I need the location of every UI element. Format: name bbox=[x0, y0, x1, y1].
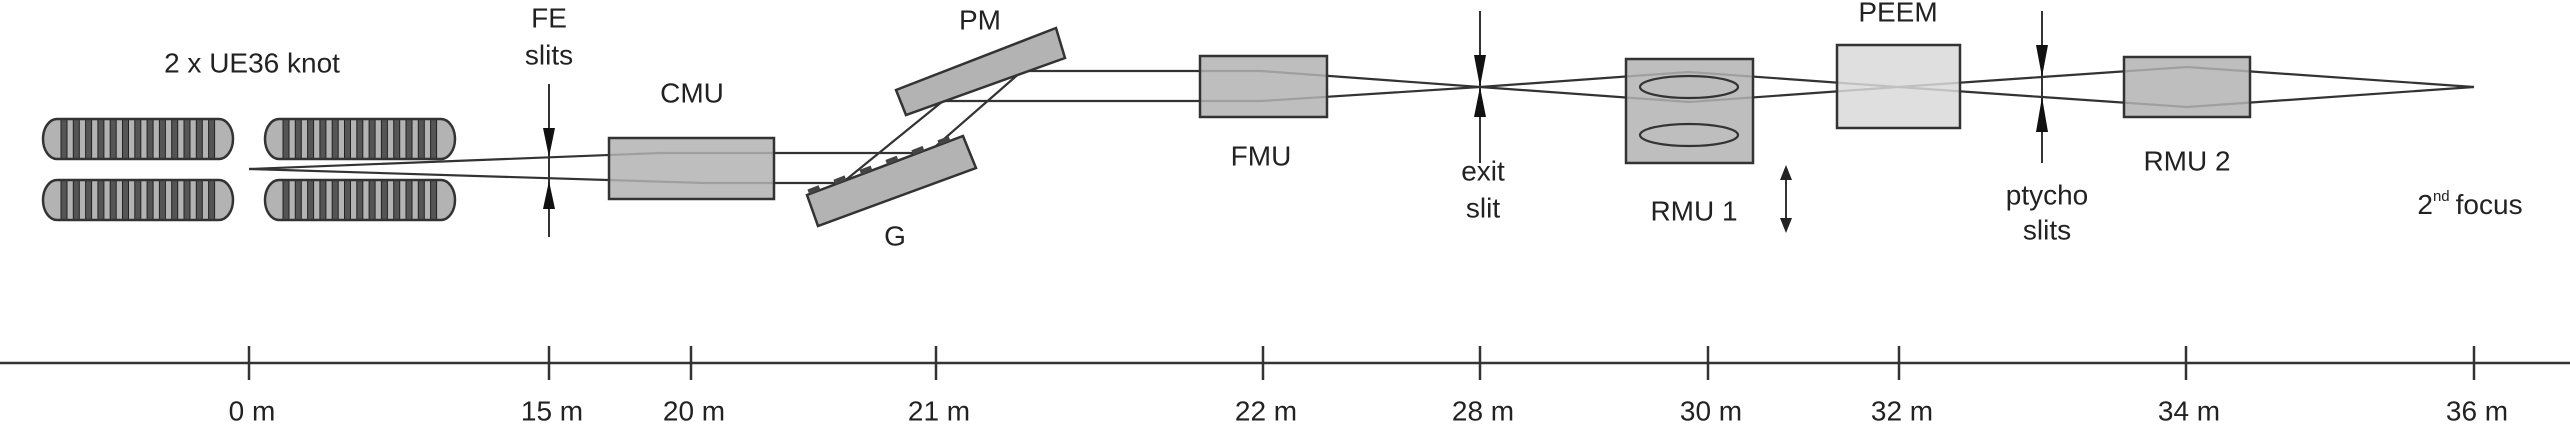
slit-arrow-down-icon bbox=[1474, 55, 1486, 87]
axis-tick-label: 28 m bbox=[1452, 395, 1514, 426]
fmu-box bbox=[1198, 54, 1329, 119]
ptycho-label-2: slits bbox=[2023, 214, 2071, 245]
ptycho-label-1: ptycho bbox=[2006, 179, 2089, 210]
peem-label: PEEM bbox=[1858, 0, 1937, 27]
rmu1-mirror-upper bbox=[1638, 74, 1740, 100]
axis-tick-label: 30 m bbox=[1680, 395, 1742, 426]
slit-arrow-up-icon bbox=[543, 181, 555, 209]
cmu-box bbox=[607, 136, 776, 201]
fmu-label: FMU bbox=[1231, 140, 1292, 171]
fe-slits bbox=[543, 84, 555, 237]
undulator-module bbox=[41, 117, 235, 161]
slit-arrow-up-icon bbox=[2036, 97, 2048, 132]
grating-groove bbox=[885, 155, 899, 165]
rmu1-mirror-lower bbox=[1638, 122, 1740, 148]
focus-superscript: nd bbox=[2433, 188, 2450, 205]
rmu2-box bbox=[2122, 55, 2252, 119]
grating bbox=[805, 134, 978, 228]
undulator-module bbox=[263, 178, 457, 222]
focus-word: focus bbox=[2456, 189, 2523, 220]
axis-tick-label: 21 m bbox=[908, 395, 970, 426]
axis-tick-label: 22 m bbox=[1235, 395, 1297, 426]
focus-number: 2 bbox=[2417, 189, 2433, 220]
undulator-module bbox=[263, 117, 457, 161]
undulator-module bbox=[41, 178, 235, 222]
grating-grooves bbox=[807, 136, 951, 195]
grating-groove bbox=[911, 145, 925, 155]
axis-tick-label: 0 m bbox=[229, 395, 276, 426]
axis-tick-label: 36 m bbox=[2446, 395, 2508, 426]
grating-groove bbox=[859, 165, 873, 175]
exit-slit-label-1: exit bbox=[1461, 155, 1505, 186]
double-arrow-vertical-icon bbox=[1780, 165, 1792, 233]
exit-slit-label-2: slit bbox=[1466, 192, 1500, 223]
grating-groove bbox=[807, 185, 821, 195]
axis-tick-label: 32 m bbox=[1871, 395, 1933, 426]
cmu-label: CMU bbox=[660, 77, 724, 108]
ptycho-slits bbox=[2036, 11, 2048, 163]
axis-tick-label: 20 m bbox=[663, 395, 725, 426]
slit-arrow-up-icon bbox=[1474, 87, 1486, 117]
plane-mirror bbox=[894, 26, 1067, 117]
pm-label: PM bbox=[959, 4, 1001, 35]
slit-arrow-down-icon bbox=[2036, 45, 2048, 77]
exit-slit bbox=[1474, 11, 1486, 163]
rmu2-label: RMU 2 bbox=[2143, 145, 2230, 176]
grating-groove bbox=[937, 136, 951, 146]
undulator-label: 2 x UE36 knot bbox=[164, 47, 340, 78]
rmu1-label: RMU 1 bbox=[1650, 195, 1737, 226]
slit-arrow-down-icon bbox=[543, 128, 555, 157]
axis-tick-label: 34 m bbox=[2158, 395, 2220, 426]
undulator-group bbox=[41, 117, 457, 222]
fe-slits-label-1: FE bbox=[531, 2, 567, 33]
rmu1-box bbox=[1624, 57, 1755, 165]
axis-tick-label: 15 m bbox=[521, 395, 583, 426]
grating-groove bbox=[833, 175, 847, 185]
axis-ticks: 0 m 15 m 20 m 21 m 22 m 28 m 30 m 32 m 34 m 36 m bbox=[229, 346, 2508, 426]
peem-box bbox=[1835, 43, 1962, 130]
grating-label: G bbox=[884, 220, 906, 251]
ray-grating-to-pm-1 bbox=[841, 100, 944, 184]
fe-slits-label-2: slits bbox=[525, 39, 573, 70]
